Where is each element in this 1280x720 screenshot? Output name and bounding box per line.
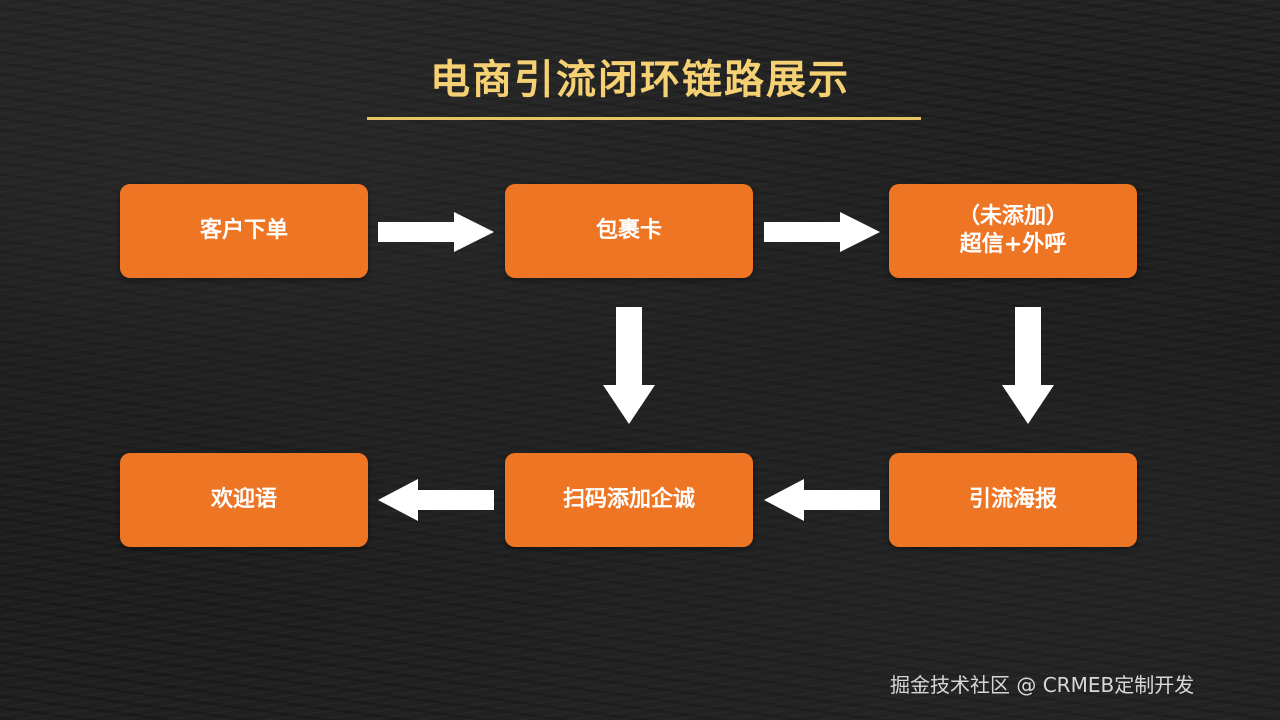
- title-underline: [367, 117, 921, 120]
- node-scan-add-wecom: 扫码添加企诚: [505, 453, 753, 547]
- arrow-left-icon: [764, 479, 880, 521]
- arrow-down-icon: [1002, 307, 1054, 424]
- node-package-card: 包裹卡: [505, 184, 753, 278]
- node-customer-order: 客户下单: [120, 184, 368, 278]
- node-poster-label: 引流海报: [968, 487, 1057, 512]
- node-package-card-label: 包裹卡: [595, 218, 662, 243]
- arrow-left-icon: [378, 479, 494, 521]
- arrow-right-icon: [764, 212, 880, 252]
- node-scan-add-wecom-label: 扫码添加企诚: [562, 487, 695, 512]
- node-customer-order-label: 客户下单: [199, 218, 288, 243]
- diagram-title: 电商引流闭环链路展示: [430, 57, 850, 103]
- node-sms-call: （未添加） 超信+外呼: [889, 184, 1137, 278]
- node-sms-call-note: （未添加）: [957, 204, 1068, 229]
- node-welcome-label: 欢迎语: [210, 487, 277, 512]
- arrow-down-icon: [603, 307, 655, 424]
- node-welcome: 欢迎语: [120, 453, 368, 547]
- node-sms-call-label: 超信+外呼: [959, 232, 1067, 257]
- arrow-right-icon: [378, 212, 494, 252]
- watermark: 掘金技术社区 @ CRMEB定制开发: [890, 673, 1195, 697]
- node-poster: 引流海报: [889, 453, 1137, 547]
